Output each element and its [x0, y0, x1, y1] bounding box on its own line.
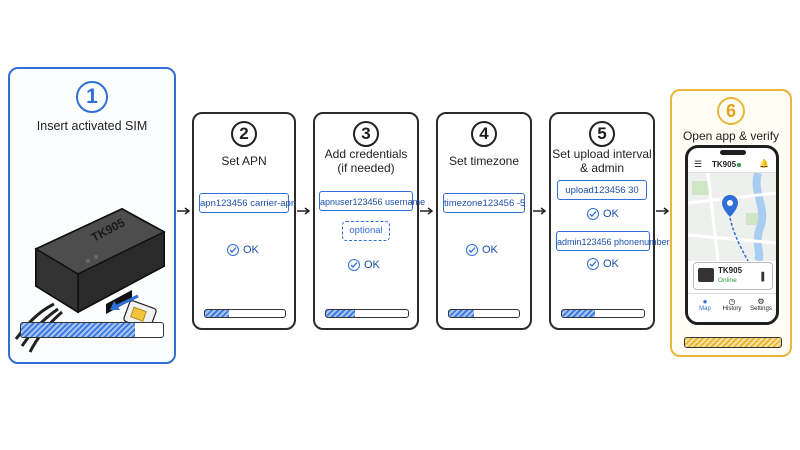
app-header: ☰ TK905 🔔 — [688, 158, 776, 173]
tracker-thumbnail-icon — [698, 268, 714, 282]
step-5-ok-2-label: OK — [603, 258, 619, 270]
step-3-title-line1: Add credentials — [324, 147, 408, 161]
check-icon — [466, 244, 478, 256]
step-2-title: Set APN — [221, 154, 267, 168]
phone-mockup: ☰ TK905 🔔 TK905 Online ▌ ● Map ◷ History… — [685, 145, 779, 325]
step-6-progress-bar — [684, 337, 782, 348]
map-view[interactable] — [688, 173, 776, 261]
step-5-command-1: upload123456 30 — [557, 180, 647, 200]
pin-icon: ● — [702, 297, 708, 306]
step-4-command: timezone123456 -5 — [443, 193, 525, 213]
step-3-command: apnuser123456 username — [319, 191, 425, 211]
check-icon — [587, 258, 599, 270]
arrow-3-to-4 — [420, 207, 434, 215]
nav-history-label: History — [722, 306, 742, 312]
step-5-ok-2: OK — [587, 258, 619, 270]
step-3-optional-tag: optional — [342, 221, 390, 241]
menu-icon[interactable]: ☰ — [694, 159, 703, 169]
step-5-command-2: admin123456 phonenumber — [556, 231, 670, 251]
arrow-1-to-2 — [177, 207, 191, 215]
step-5-ok-1-label: OK — [603, 208, 619, 220]
step-1-number: 1 — [76, 81, 108, 113]
nav-settings-label: Settings — [750, 306, 772, 312]
signal-icon: ▌ — [761, 272, 767, 281]
check-icon — [587, 208, 599, 220]
step-2-ok: OK — [227, 244, 259, 256]
arrow-5-to-6 — [656, 207, 670, 215]
device-status: Online — [718, 277, 737, 284]
step-4-ok-label: OK — [482, 244, 498, 256]
step-2-card: 2 Set APN apn123456 carrier-apn OK — [192, 112, 296, 330]
step-4-progress-bar — [448, 309, 520, 318]
device-name: TK905 — [718, 266, 743, 275]
step-2-progress-fill — [205, 310, 229, 317]
step-1-card: 1 Insert activated SIM TK905 — [8, 67, 176, 364]
step-6-title: Open app & verify — [682, 129, 780, 143]
phone-notch — [720, 150, 746, 155]
step-2-command: apn123456 carrier-apn — [199, 193, 296, 213]
device-status-card[interactable]: TK905 Online ▌ — [693, 262, 773, 290]
arrow-4-to-5 — [533, 207, 547, 215]
step-3-progress-bar — [325, 309, 409, 318]
step-4-title: Set timezone — [448, 154, 520, 168]
clock-icon: ◷ — [728, 297, 736, 306]
step-5-progress-fill — [562, 310, 595, 317]
step-2-ok-label: OK — [243, 244, 259, 256]
step-3-ok-label: OK — [364, 259, 380, 271]
step-5-card: 5 Set upload interval & admin upload1234… — [549, 112, 670, 330]
step-3-progress-fill — [326, 310, 355, 317]
step-1-progress-fill — [21, 323, 135, 337]
nav-map[interactable]: ● Map — [694, 297, 716, 312]
step-3-title-line2: (if needed) — [337, 161, 395, 175]
step-6-number: 6 — [717, 97, 745, 125]
step-4-number: 4 — [471, 121, 497, 147]
online-dot-icon — [737, 163, 741, 167]
step-3-ok: OK — [348, 259, 380, 271]
arrow-2-to-3 — [297, 207, 311, 215]
step-3-card: 3 Add credentials (if needed) apnuser123… — [313, 112, 425, 330]
step-2-number: 2 — [231, 121, 257, 147]
step-4-ok: OK — [466, 244, 498, 256]
nav-settings[interactable]: ⚙ Settings — [748, 297, 774, 312]
step-2-progress-bar — [204, 309, 286, 318]
step-5-progress-bar — [561, 309, 645, 318]
app-title: TK905 — [712, 160, 737, 169]
nav-map-label: Map — [699, 306, 711, 312]
gear-icon: ⚙ — [757, 297, 765, 306]
step-4-progress-fill — [449, 310, 474, 317]
step-6-progress-fill — [685, 338, 781, 347]
bell-icon[interactable]: 🔔 — [759, 159, 769, 168]
bottom-nav: ● Map ◷ History ⚙ Settings — [688, 293, 776, 322]
gps-tracker-device-illustration: TK905 — [14, 207, 166, 353]
nav-history[interactable]: ◷ History — [719, 297, 745, 312]
check-icon — [348, 259, 360, 271]
step-4-card: 4 Set timezone timezone123456 -5 OK — [436, 112, 532, 330]
step-5-title-line1: Set upload interval — [552, 147, 652, 161]
step-1-progress-bar — [20, 322, 164, 338]
step-5-number: 5 — [589, 121, 615, 147]
step-3-number: 3 — [353, 121, 379, 147]
step-5-title-line2: & admin — [579, 161, 625, 175]
check-icon — [227, 244, 239, 256]
step-1-title: Insert activated SIM — [36, 119, 148, 133]
step-5-ok-1: OK — [587, 208, 619, 220]
